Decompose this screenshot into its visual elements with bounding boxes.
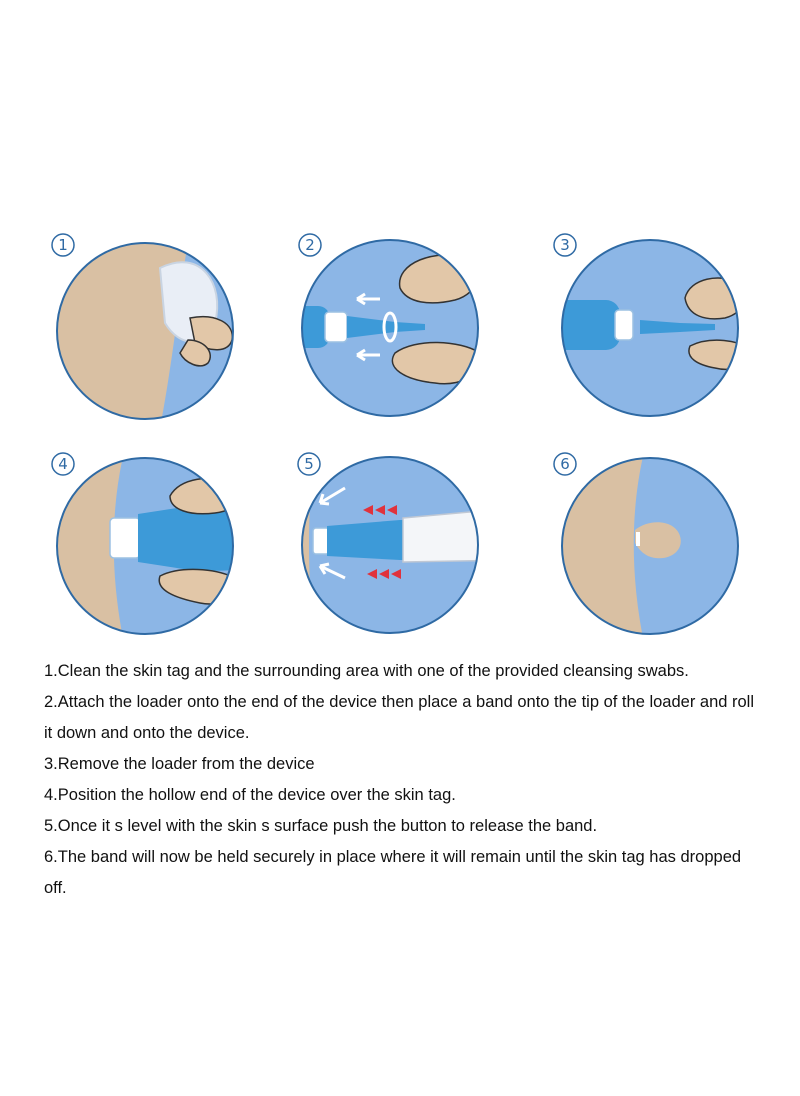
device-tip	[614, 309, 634, 341]
step-4-illustration: 4	[40, 448, 280, 648]
step-3-scene: 3	[553, 233, 739, 417]
step-6-scene: 6	[553, 452, 739, 635]
device-tip	[324, 311, 348, 343]
band	[382, 311, 398, 343]
red-arrows-top	[363, 505, 397, 515]
instructions-list: 1.Clean the skin tag and the surrounding…	[44, 656, 764, 904]
step-number: 6	[560, 455, 570, 473]
skin-area	[57, 243, 190, 419]
circle-outline	[56, 457, 234, 635]
instruction-item: 6.The band will now be held securely in …	[44, 848, 742, 897]
device-body	[138, 505, 233, 571]
step-number: 1	[58, 236, 68, 254]
circle-outline	[56, 242, 234, 420]
circle-outline	[561, 239, 739, 417]
step-3-illustration: 3	[540, 228, 780, 428]
step-1-scene: 1	[51, 233, 234, 420]
arrow-left	[356, 348, 380, 362]
skin-area	[562, 458, 645, 634]
step-2-scene: 2	[298, 233, 479, 417]
arrow-in	[318, 562, 346, 580]
loader	[640, 320, 715, 334]
band	[636, 532, 640, 546]
step-1-illustration: 1	[40, 228, 280, 428]
device-hollow-end	[109, 517, 141, 559]
device-body	[327, 520, 410, 560]
instruction-item: 5.Once it s level with the skin s surfac…	[44, 817, 598, 835]
step-number: 4	[58, 455, 68, 473]
step-number: 2	[305, 236, 315, 254]
arrow-left	[356, 292, 380, 306]
step-2-illustration: 2	[285, 228, 525, 428]
step-number-badge	[297, 452, 321, 476]
instruction-item: 2.Attach the loader onto the end of the …	[44, 693, 755, 742]
loader-plunger	[402, 507, 478, 563]
step-5-illustration: 5	[285, 448, 525, 648]
device-body	[562, 300, 620, 350]
red-arrows-bottom	[367, 569, 401, 579]
step-5-scene: 5	[297, 452, 479, 634]
step-6-illustration: 6	[540, 448, 780, 648]
arrow-in	[318, 486, 346, 506]
step-number: 3	[560, 236, 570, 254]
instruction-item: 4.Position the hollow end of the device …	[44, 786, 456, 804]
device-hollow-end	[312, 527, 330, 555]
step-number-badge	[298, 233, 322, 257]
instruction-item: 3.Remove the loader from the device	[44, 755, 315, 773]
step-number-badge	[51, 452, 75, 476]
step-number-badge	[51, 233, 75, 257]
step-number-badge	[553, 452, 577, 476]
step-4-scene: 4	[51, 452, 234, 635]
step-number: 5	[304, 455, 314, 473]
instruction-item: 1.Clean the skin tag and the surrounding…	[44, 662, 689, 680]
circle-outline	[561, 457, 739, 635]
circle-outline	[301, 456, 479, 634]
loader	[347, 316, 425, 338]
circle-outline	[301, 239, 479, 417]
step-number-badge	[553, 233, 577, 257]
skin-tag	[635, 522, 681, 559]
thumb	[179, 339, 211, 367]
